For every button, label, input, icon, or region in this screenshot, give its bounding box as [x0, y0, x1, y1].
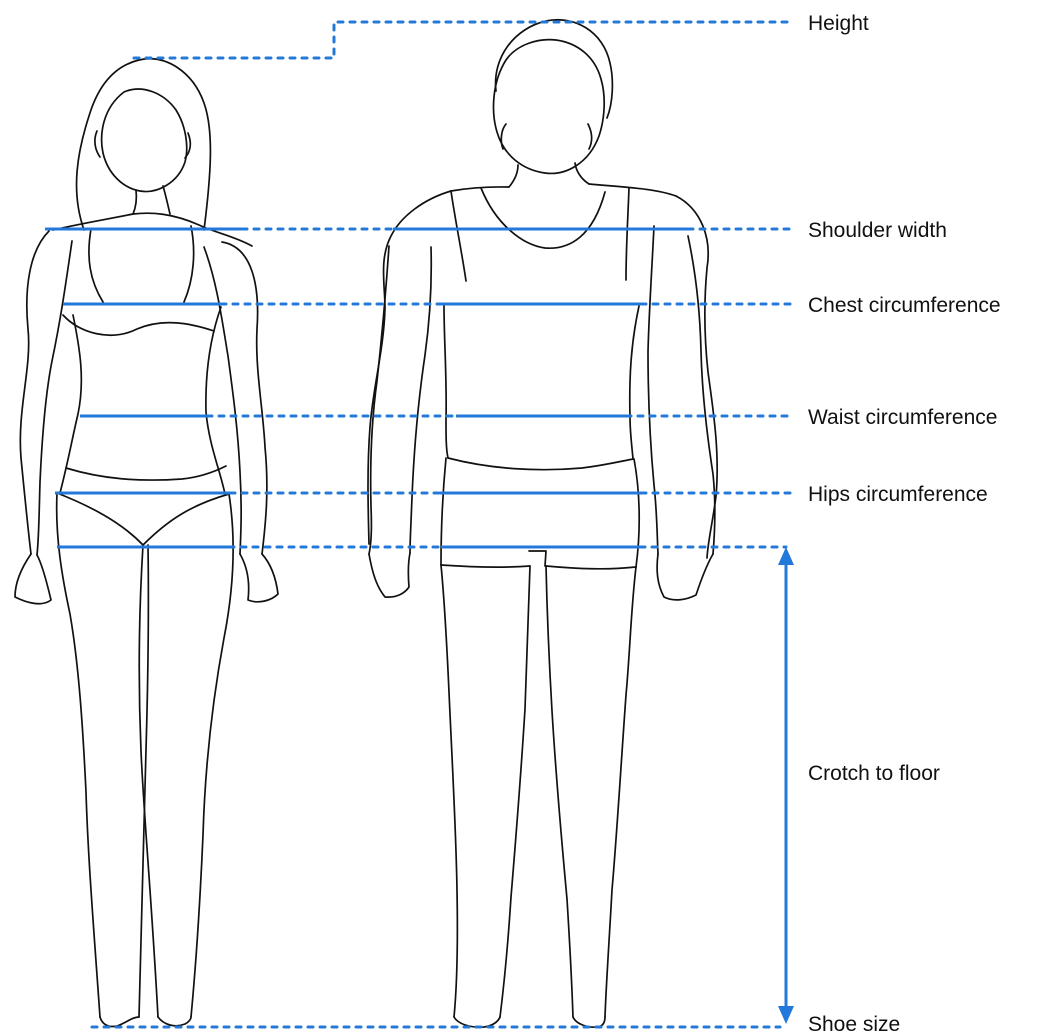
female-figure	[15, 59, 278, 1027]
label-hips-circumference: Hips circumference	[808, 483, 988, 506]
shoulder-width-guide: Shoulder width	[45, 219, 947, 242]
arrow-up-head	[778, 547, 794, 565]
arrow-down-head	[778, 1006, 794, 1024]
label-waist-circumference: Waist circumference	[808, 406, 997, 429]
label-crotch-to-floor: Crotch to floor	[808, 762, 940, 785]
label-shoulder-width: Shoulder width	[808, 219, 947, 242]
label-height: Height	[808, 12, 869, 35]
height-dotted-line	[134, 22, 794, 58]
height-guide: Height	[134, 12, 869, 58]
male-figure	[368, 20, 717, 1027]
label-chest-circumference: Chest circumference	[808, 294, 1001, 317]
hips-circumference-guide: Hips circumference	[55, 483, 988, 506]
crotch-to-floor-guide: Crotch to floor	[778, 547, 940, 1024]
waist-circumference-guide: Waist circumference	[80, 406, 997, 429]
chest-circumference-guide: Chest circumference	[63, 294, 1001, 317]
label-shoe-size: Shoe size	[808, 1013, 900, 1032]
